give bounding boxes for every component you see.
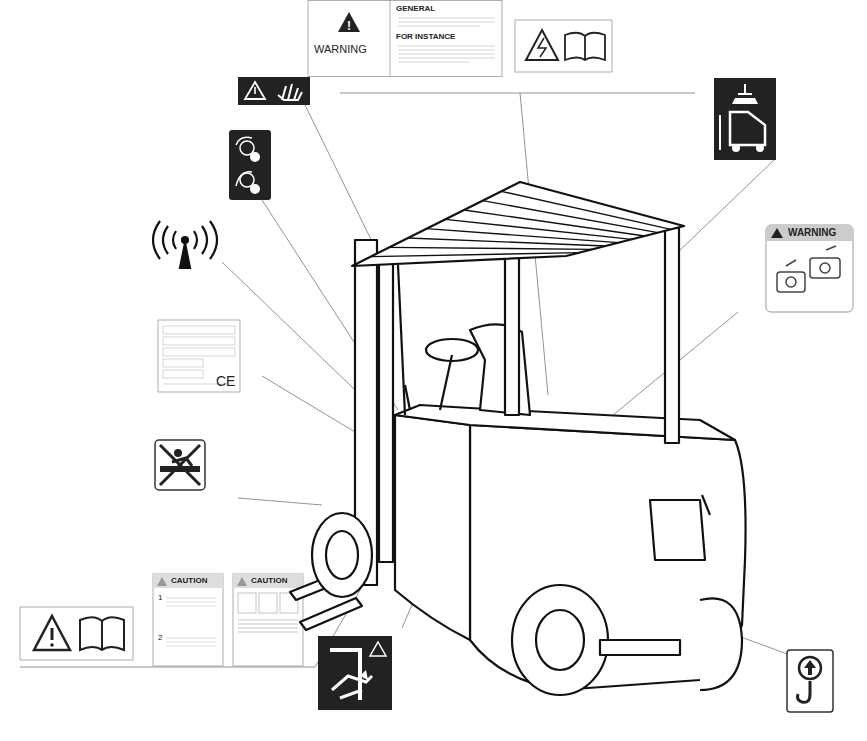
item-number: 1 xyxy=(158,594,162,602)
caution-label: CAUTION 1 2 xyxy=(153,574,223,666)
warning-decal xyxy=(766,225,853,312)
svg-text:!: ! xyxy=(347,19,351,33)
radio-antenna-icon xyxy=(153,221,217,268)
general-warning-label: ! xyxy=(308,0,502,77)
roof-bar xyxy=(427,229,619,243)
roof-bar xyxy=(389,247,592,249)
roof-grid xyxy=(371,191,671,256)
no-riding-forks-icon xyxy=(155,440,205,490)
signal-word: WARNING xyxy=(788,228,836,238)
warning-decal: WARNING xyxy=(766,225,853,312)
hand-crush-icon xyxy=(238,77,310,105)
lifting-point-icon xyxy=(787,650,833,712)
forklift-body xyxy=(290,182,746,695)
roof-bar xyxy=(371,253,579,257)
roof-bar xyxy=(501,191,671,229)
item-number: 2 xyxy=(158,634,162,642)
caution-label: CAUTION xyxy=(233,574,303,666)
general-warning-label: WARNING GENERAL FOR INSTANCE xyxy=(308,0,502,77)
data-plate: CE xyxy=(158,320,240,392)
hand-pinch-icon xyxy=(318,636,392,710)
electric-manual-icon xyxy=(515,20,612,72)
caution-labels xyxy=(153,574,303,666)
data-plate xyxy=(158,320,240,392)
signal-word: CAUTION xyxy=(171,577,207,585)
parking-brake-icon xyxy=(229,130,271,200)
warning-manual-icon xyxy=(20,607,133,660)
section-heading: FOR INSTANCE xyxy=(396,33,455,41)
signal-word: CAUTION xyxy=(251,577,287,585)
roof-bar xyxy=(483,201,658,233)
signal-word: WARNING xyxy=(314,44,367,55)
no-lifting-truck-icon xyxy=(714,78,776,160)
ce-mark: CE xyxy=(216,374,235,388)
section-heading: GENERAL xyxy=(396,5,435,13)
